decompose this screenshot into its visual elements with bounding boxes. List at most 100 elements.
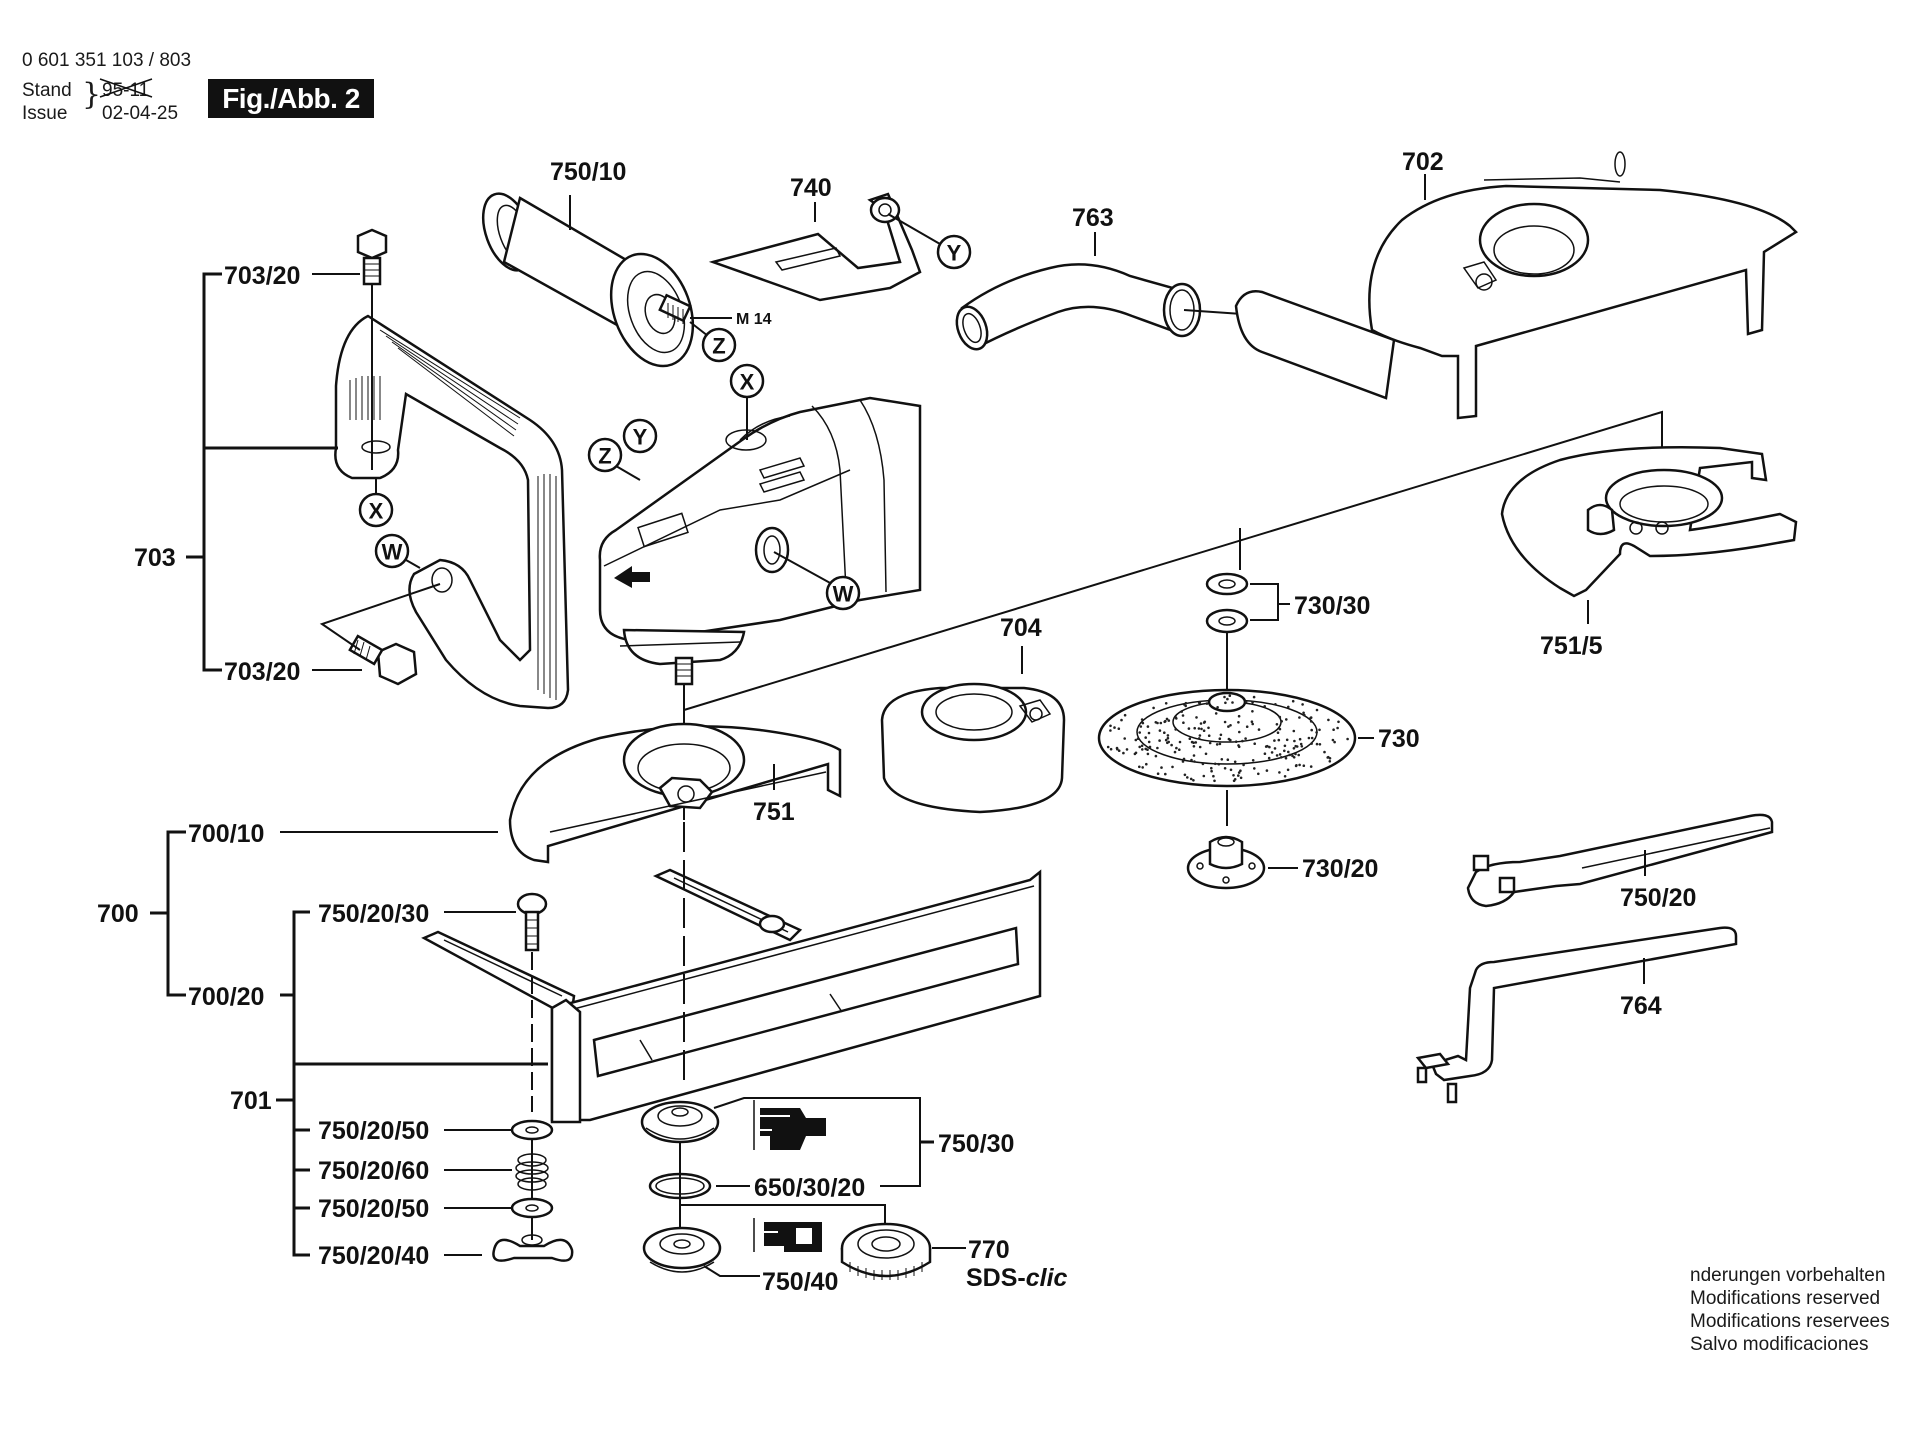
- disc-grit-dot: [1136, 737, 1140, 740]
- disc-grit-dot: [1309, 716, 1313, 719]
- disc-grit-dot: [1251, 710, 1254, 713]
- disc-grit-dot: [1315, 731, 1318, 734]
- disc-grit-dot: [1125, 748, 1129, 751]
- disc-grit-dot: [1156, 772, 1160, 775]
- bolt-703-20-bottom: [348, 634, 418, 686]
- disc-grit-dot: [1182, 757, 1186, 761]
- disc-grit-dot: [1120, 718, 1123, 722]
- disc-grit-dot: [1113, 726, 1116, 729]
- disc-grit-dot: [1283, 775, 1287, 778]
- callout-740: 740: [790, 174, 832, 202]
- callout-703-20-bottom: 703/20: [224, 658, 300, 686]
- marker-bracket-y: Y: [947, 241, 962, 266]
- old-date: 95-11: [99, 78, 1931, 101]
- disc-grit-dot: [1283, 749, 1286, 753]
- disc-grit-dot: [1287, 705, 1290, 709]
- callout-650-30-20: 650/30/20: [754, 1174, 865, 1202]
- disc-grit-dot: [1192, 779, 1195, 782]
- disc-grit-dot: [1331, 738, 1335, 742]
- disc-grit-dot: [1251, 722, 1254, 726]
- disc-texture: [1106, 694, 1349, 783]
- disc-grit-dot: [1194, 741, 1198, 744]
- disc-grit-dot: [1175, 746, 1178, 750]
- disc-grit-dot: [1115, 746, 1119, 750]
- disc-grit-dot: [1192, 741, 1195, 744]
- disc-grit-dot: [1238, 730, 1241, 734]
- disc-grit-dot: [1228, 694, 1232, 697]
- disc-grit-dot: [1145, 762, 1148, 766]
- disc-grit-dot: [1203, 720, 1207, 724]
- mounting-flange-750-30: [640, 1100, 720, 1144]
- disc-grit-dot: [1201, 762, 1205, 766]
- disc-grit-dot: [1298, 716, 1301, 719]
- bow-handle-703: [334, 314, 570, 710]
- callout-750-20-50-a: 750/20/50: [318, 1117, 429, 1145]
- callout-770: 770: [968, 1236, 1010, 1264]
- disc-grit-dot: [1219, 733, 1223, 737]
- disc-grit-dot: [1328, 760, 1332, 763]
- disc-grit-dot: [1146, 752, 1150, 756]
- issue-date: 02-04-25: [102, 103, 179, 124]
- disc-grit-dot: [1139, 725, 1143, 728]
- figure-label: Fig./Abb. 2: [208, 79, 374, 118]
- callout-750-20-30: 750/20/30: [318, 900, 429, 928]
- disc-grit-dot: [1223, 767, 1227, 770]
- pin-wrench-764: [1415, 926, 1738, 1104]
- disc-grit-dot: [1212, 774, 1215, 778]
- disc-grit-dot: [1309, 720, 1313, 723]
- disc-grit-dot: [1224, 701, 1227, 705]
- disc-grit-dot: [1181, 760, 1185, 763]
- disc-grit-dot: [1315, 742, 1319, 746]
- disc-grit-dot: [1273, 739, 1276, 742]
- disc-grit-dot: [1303, 713, 1306, 717]
- disc-grit-dot: [1218, 742, 1222, 746]
- disc-grit-dot: [1217, 762, 1221, 766]
- disc-grit-dot: [1166, 736, 1170, 740]
- disc-grit-dot: [1227, 725, 1230, 728]
- disc-grit-dot: [1302, 764, 1306, 767]
- callout-700: 700: [97, 900, 139, 928]
- disc-grit-dot: [1181, 714, 1185, 717]
- disc-grit-dot: [1232, 779, 1236, 783]
- notice-fr: Modifications reservees: [1690, 1311, 1890, 1332]
- callout-750-40: 750/40: [762, 1268, 838, 1296]
- disc-grit-dot: [1167, 719, 1171, 722]
- disc-grit-dot: [1109, 729, 1112, 732]
- disc-grit-dot: [1213, 779, 1216, 783]
- protection-guard-751: [508, 722, 842, 864]
- disc-grit-dot: [1205, 702, 1209, 705]
- disc-grit-dot: [1214, 712, 1218, 715]
- disc-grit-dot: [1234, 740, 1238, 743]
- disc-grit-dot: [1163, 720, 1166, 724]
- disc-grit-dot: [1233, 760, 1237, 764]
- callout-701: 701: [230, 1087, 272, 1115]
- disc-grit-dot: [1267, 756, 1271, 760]
- disc-grit-dot: [1280, 720, 1283, 723]
- backing-flange-730-20: [1186, 835, 1266, 890]
- disc-grit-dot: [1204, 752, 1208, 756]
- disc-grit-dot: [1197, 727, 1201, 730]
- disc-grit-dot: [1134, 738, 1138, 742]
- brace-icon: }: [82, 77, 102, 112]
- disc-grit-dot: [1195, 716, 1198, 719]
- disc-grit-dot: [1210, 766, 1213, 770]
- disc-grit-dot: [1158, 739, 1161, 742]
- disc-grit-dot: [1237, 714, 1241, 718]
- disc-grit-dot: [1215, 743, 1219, 746]
- disc-grit-dot: [1285, 738, 1289, 742]
- old-date-text: 95-11: [102, 80, 150, 101]
- disc-grit-dot: [1283, 744, 1287, 748]
- disc-grit-dot: [1231, 701, 1234, 704]
- disc-grit-dot: [1140, 718, 1144, 721]
- disc-grit-dot: [1164, 738, 1168, 742]
- dust-hood-704: [880, 682, 1066, 814]
- disc-grit-dot: [1189, 777, 1193, 781]
- disc-grit-dot: [1216, 706, 1219, 709]
- disc-grit-dot: [1174, 728, 1177, 731]
- cup-wheel-730: [1097, 688, 1357, 788]
- callout-751: 751: [753, 798, 795, 826]
- callout-764: 764: [1620, 992, 1662, 1020]
- disc-grit-dot: [1187, 727, 1191, 730]
- disc-grit-dot: [1218, 737, 1222, 740]
